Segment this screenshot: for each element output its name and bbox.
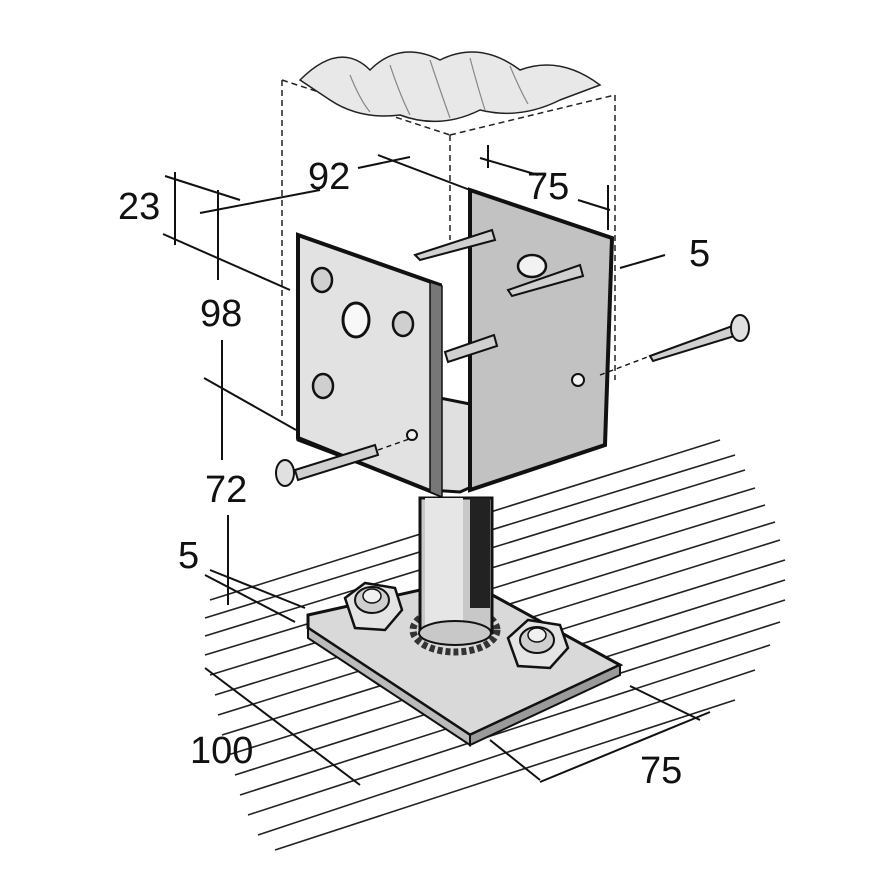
nut-left bbox=[343, 581, 404, 632]
dim-label-plate-width: 75 bbox=[640, 750, 682, 792]
bracket-left-plate bbox=[296, 232, 443, 499]
bracket-right-plate bbox=[468, 187, 615, 493]
dim-label-bracket-height: 98 bbox=[200, 293, 242, 335]
dim-label-plate-length: 100 bbox=[190, 730, 253, 772]
dimension-lines bbox=[162, 145, 711, 786]
dim-label-top-depth: 92 bbox=[308, 156, 350, 198]
nails bbox=[275, 228, 750, 487]
dim-label-top-width: 75 bbox=[527, 166, 569, 208]
support-tube bbox=[418, 496, 494, 646]
dim-label-bracket-thickness: 5 bbox=[689, 233, 710, 275]
wood-grain bbox=[349, 57, 529, 119]
dim-label-post-height: 72 bbox=[205, 469, 247, 511]
nail-paths bbox=[377, 355, 651, 451]
dim-label-plate-thickness: 5 bbox=[178, 535, 199, 577]
post-cut-top bbox=[298, 51, 602, 123]
dim-label-top-offset: 23 bbox=[118, 186, 160, 228]
timber-post bbox=[281, 79, 616, 420]
nut-right bbox=[506, 618, 570, 670]
